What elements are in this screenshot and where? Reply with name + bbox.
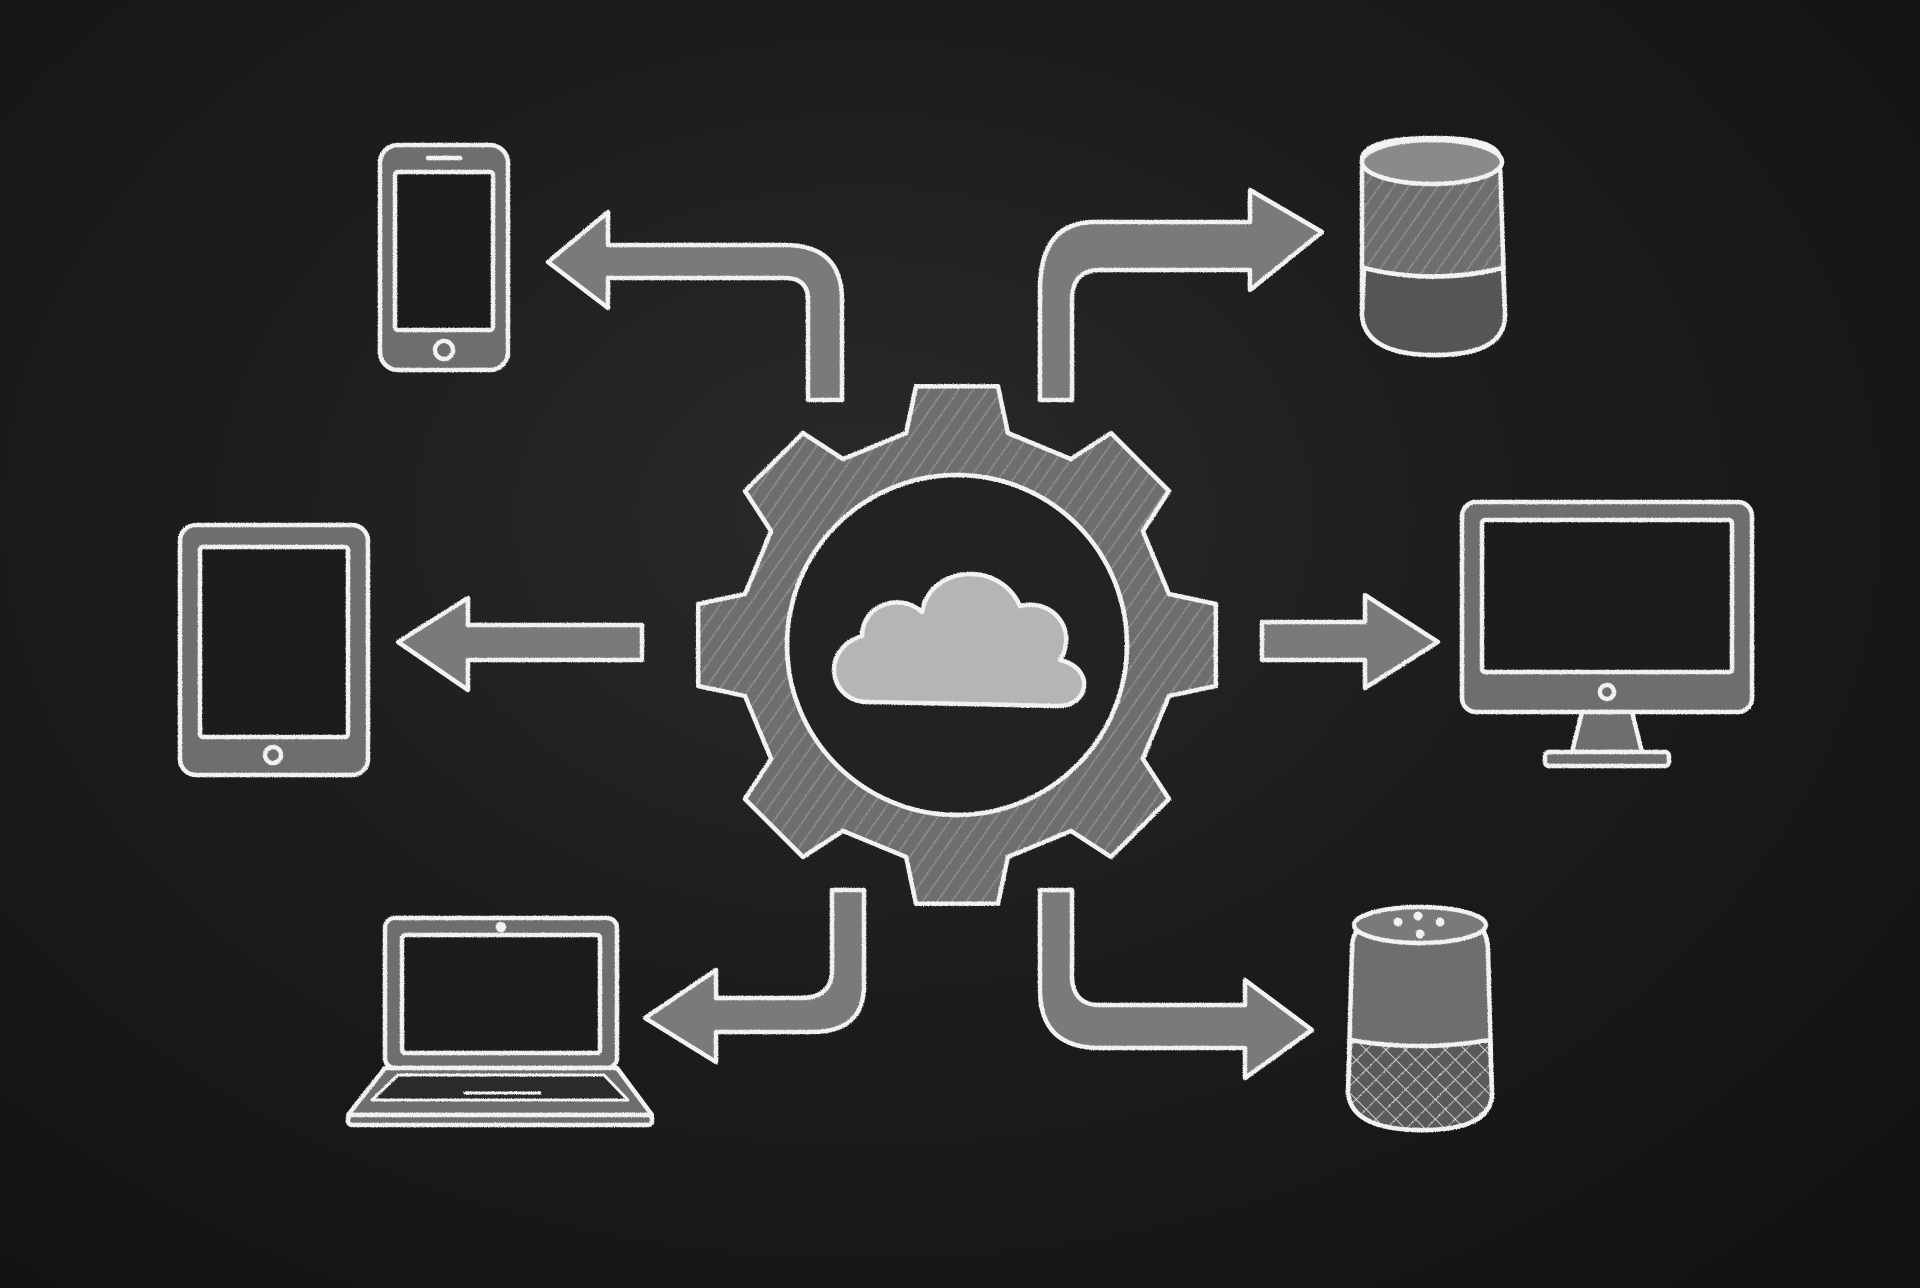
arrow-to-smart-speaker-cylinder xyxy=(1037,187,1325,403)
arrow-to-laptop xyxy=(642,887,867,1065)
smart-speaker-icon xyxy=(1359,135,1508,358)
tablet-icon xyxy=(177,522,371,778)
arrow-to-smartphone xyxy=(545,209,845,403)
arrow-to-tablet xyxy=(395,595,645,693)
smart-speaker-icon xyxy=(1345,904,1495,1133)
smartphone-icon xyxy=(377,142,511,373)
monitor-icon xyxy=(1459,499,1755,769)
cloud-icon xyxy=(831,571,1087,709)
laptop-icon xyxy=(345,915,655,1128)
arrow-to-desktop-monitor xyxy=(1259,592,1441,691)
arrow-to-smart-speaker-dome xyxy=(1037,887,1315,1081)
